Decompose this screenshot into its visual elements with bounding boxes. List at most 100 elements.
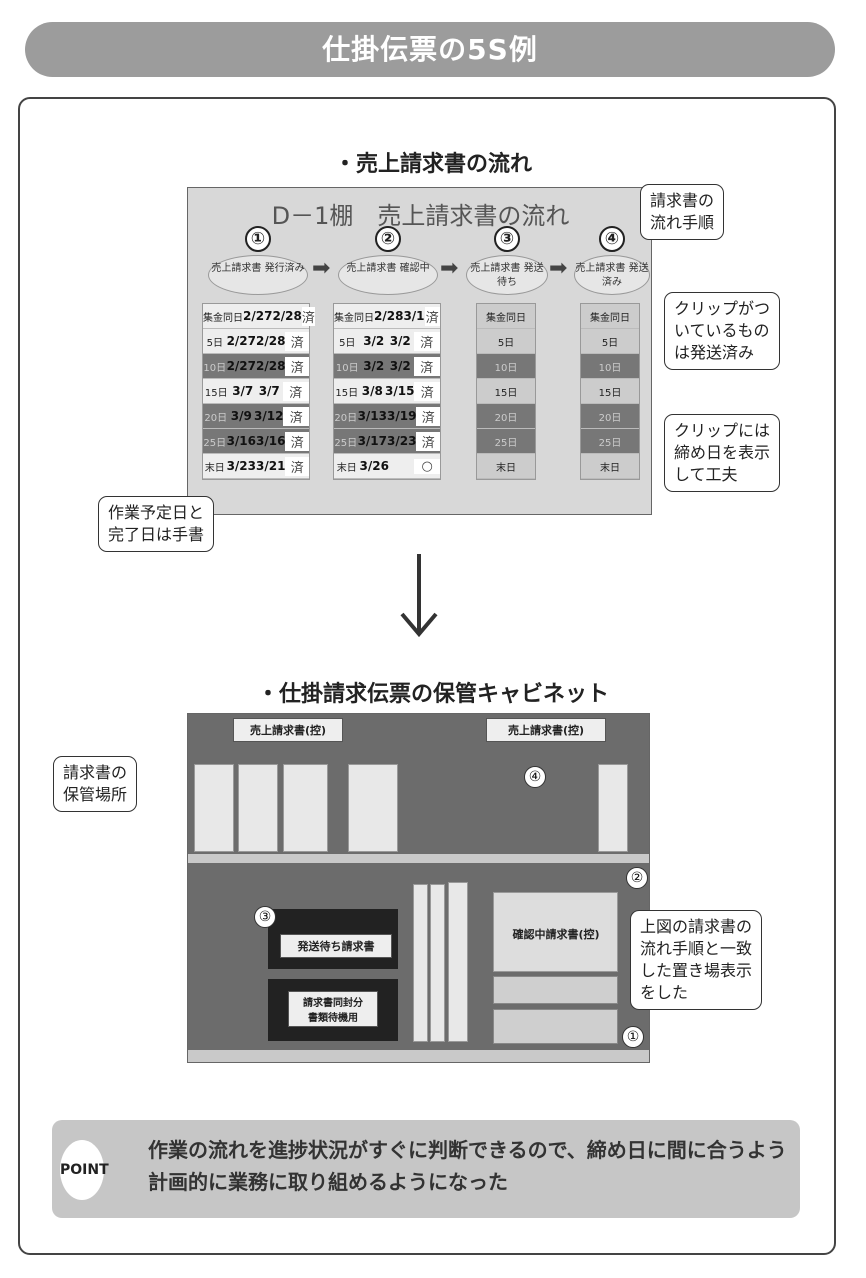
day-label: 20日 — [494, 412, 518, 424]
binder — [430, 884, 445, 1042]
status-mark: 済 — [285, 456, 309, 476]
day-label: 集金同日 — [590, 312, 630, 324]
page-title: 仕掛伝票の5S例 — [25, 22, 835, 77]
day-label: 集金同日 — [486, 312, 526, 324]
status-mark: ○ — [414, 458, 440, 474]
date-done-cell: 2/28 — [256, 359, 285, 373]
location-number-1: ① — [622, 1026, 644, 1048]
cabinet-sign-right: 売上請求書(控) — [486, 718, 606, 742]
day-label: 25日 — [334, 437, 358, 449]
date-done-cell: 3/2 — [387, 359, 414, 373]
day-label: 15日 — [598, 387, 622, 399]
date-planned-cell: 3/26 — [360, 459, 389, 473]
day-label: 5日 — [601, 337, 619, 349]
date-done: 3/12 — [254, 409, 284, 423]
callout-clip-date: クリップには 締め日を表示 して工夫 — [664, 414, 781, 492]
point-badge: POINT — [60, 1140, 109, 1200]
day-label: 10日 — [203, 362, 227, 374]
date-done: 2/28 — [272, 309, 302, 323]
date-planned: 3/13 — [357, 409, 387, 423]
date-planned: 3/17 — [357, 434, 387, 448]
status-mark: 済 — [282, 381, 309, 401]
binder — [238, 764, 278, 852]
date-done-cell: 3/15 — [385, 384, 414, 398]
date-planned: 3/23 — [226, 459, 256, 473]
cabinet-photo: 売上請求書(控) 売上請求書(控) ④ ② ③ 発送待ち請求書 請求書同封分 書… — [187, 713, 650, 1063]
date-done: 3/19 — [387, 409, 417, 423]
date-done: 3/15 — [385, 384, 415, 398]
arrow-down-icon — [400, 554, 438, 638]
date-planned: 2/27 — [226, 359, 256, 373]
status-mark: 済 — [416, 431, 440, 451]
section-heading-flow: ・売上請求書の流れ — [333, 152, 532, 177]
status-mark: 済 — [283, 406, 309, 426]
board-row: 25日 — [477, 429, 535, 454]
date-planned-cell: 2/27 — [227, 334, 256, 348]
date-planned: 3/16 — [226, 434, 256, 448]
status-mark: 済 — [414, 381, 440, 401]
date-done-cell: 3/19 — [387, 409, 416, 423]
board-row: 末日 — [477, 454, 535, 479]
day-label: 集金同日 — [203, 312, 243, 324]
date-done-cell: 3/21 — [256, 459, 285, 473]
day-label: 末日 — [496, 462, 516, 474]
date-planned-cell: 3/17 — [358, 434, 387, 448]
date-done: 3/2 — [389, 359, 411, 373]
board-row: 末日 — [581, 454, 639, 479]
date-planned: 3/2 — [363, 359, 385, 373]
day-label: 末日 — [204, 462, 225, 474]
day-label: 25日 — [203, 437, 227, 449]
status-mark: 済 — [285, 331, 309, 351]
board-row: 10日 — [581, 354, 639, 379]
day-label: 15日 — [494, 387, 518, 399]
date-planned: 2/28 — [374, 309, 404, 323]
arrow-right-icon: ➡ — [549, 256, 568, 281]
board-row: 25日 — [581, 429, 639, 454]
day-label: 集金同日 — [334, 312, 374, 324]
date-done: 3/23 — [387, 434, 417, 448]
day-label: 5日 — [339, 337, 356, 349]
day-label: 末日 — [600, 462, 620, 474]
date-planned: 3/8 — [361, 384, 383, 398]
status-mark: 済 — [285, 431, 309, 451]
binder — [194, 764, 234, 852]
shelf — [188, 1050, 649, 1062]
status-mark: 済 — [413, 331, 440, 351]
date-planned: 3/9 — [230, 409, 252, 423]
date-done-cell: 2/28 — [272, 309, 301, 323]
callout-flow-steps: 請求書の 流れ手順 — [640, 184, 725, 240]
content-frame — [18, 97, 836, 1255]
day-label: 10日 — [494, 362, 518, 374]
binder — [598, 764, 628, 852]
callout-storage: 請求書の 保管場所 — [53, 756, 138, 812]
date-done-cell: 3/2 — [387, 334, 414, 348]
status-mark: 済 — [285, 356, 309, 376]
board-row: 集金同日 — [477, 304, 535, 329]
location-number-3: ③ — [254, 906, 276, 928]
section-heading-cabinet: ・仕掛請求伝票の保管キャビネット — [256, 682, 609, 707]
day-label: 25日 — [494, 437, 518, 449]
date-planned-cell: 3/9 — [229, 409, 255, 423]
day-label: 5日 — [206, 337, 223, 349]
date-done: 3/1 — [403, 309, 425, 323]
point-box: POINT 作業の流れを進捗状況がすぐに判断できるので、締め日に間に合うよう計画… — [52, 1120, 800, 1218]
binder — [348, 764, 398, 852]
status-mark: 済 — [416, 406, 440, 426]
binder — [448, 882, 468, 1042]
date-planned-cell: 3/2 — [361, 359, 388, 373]
